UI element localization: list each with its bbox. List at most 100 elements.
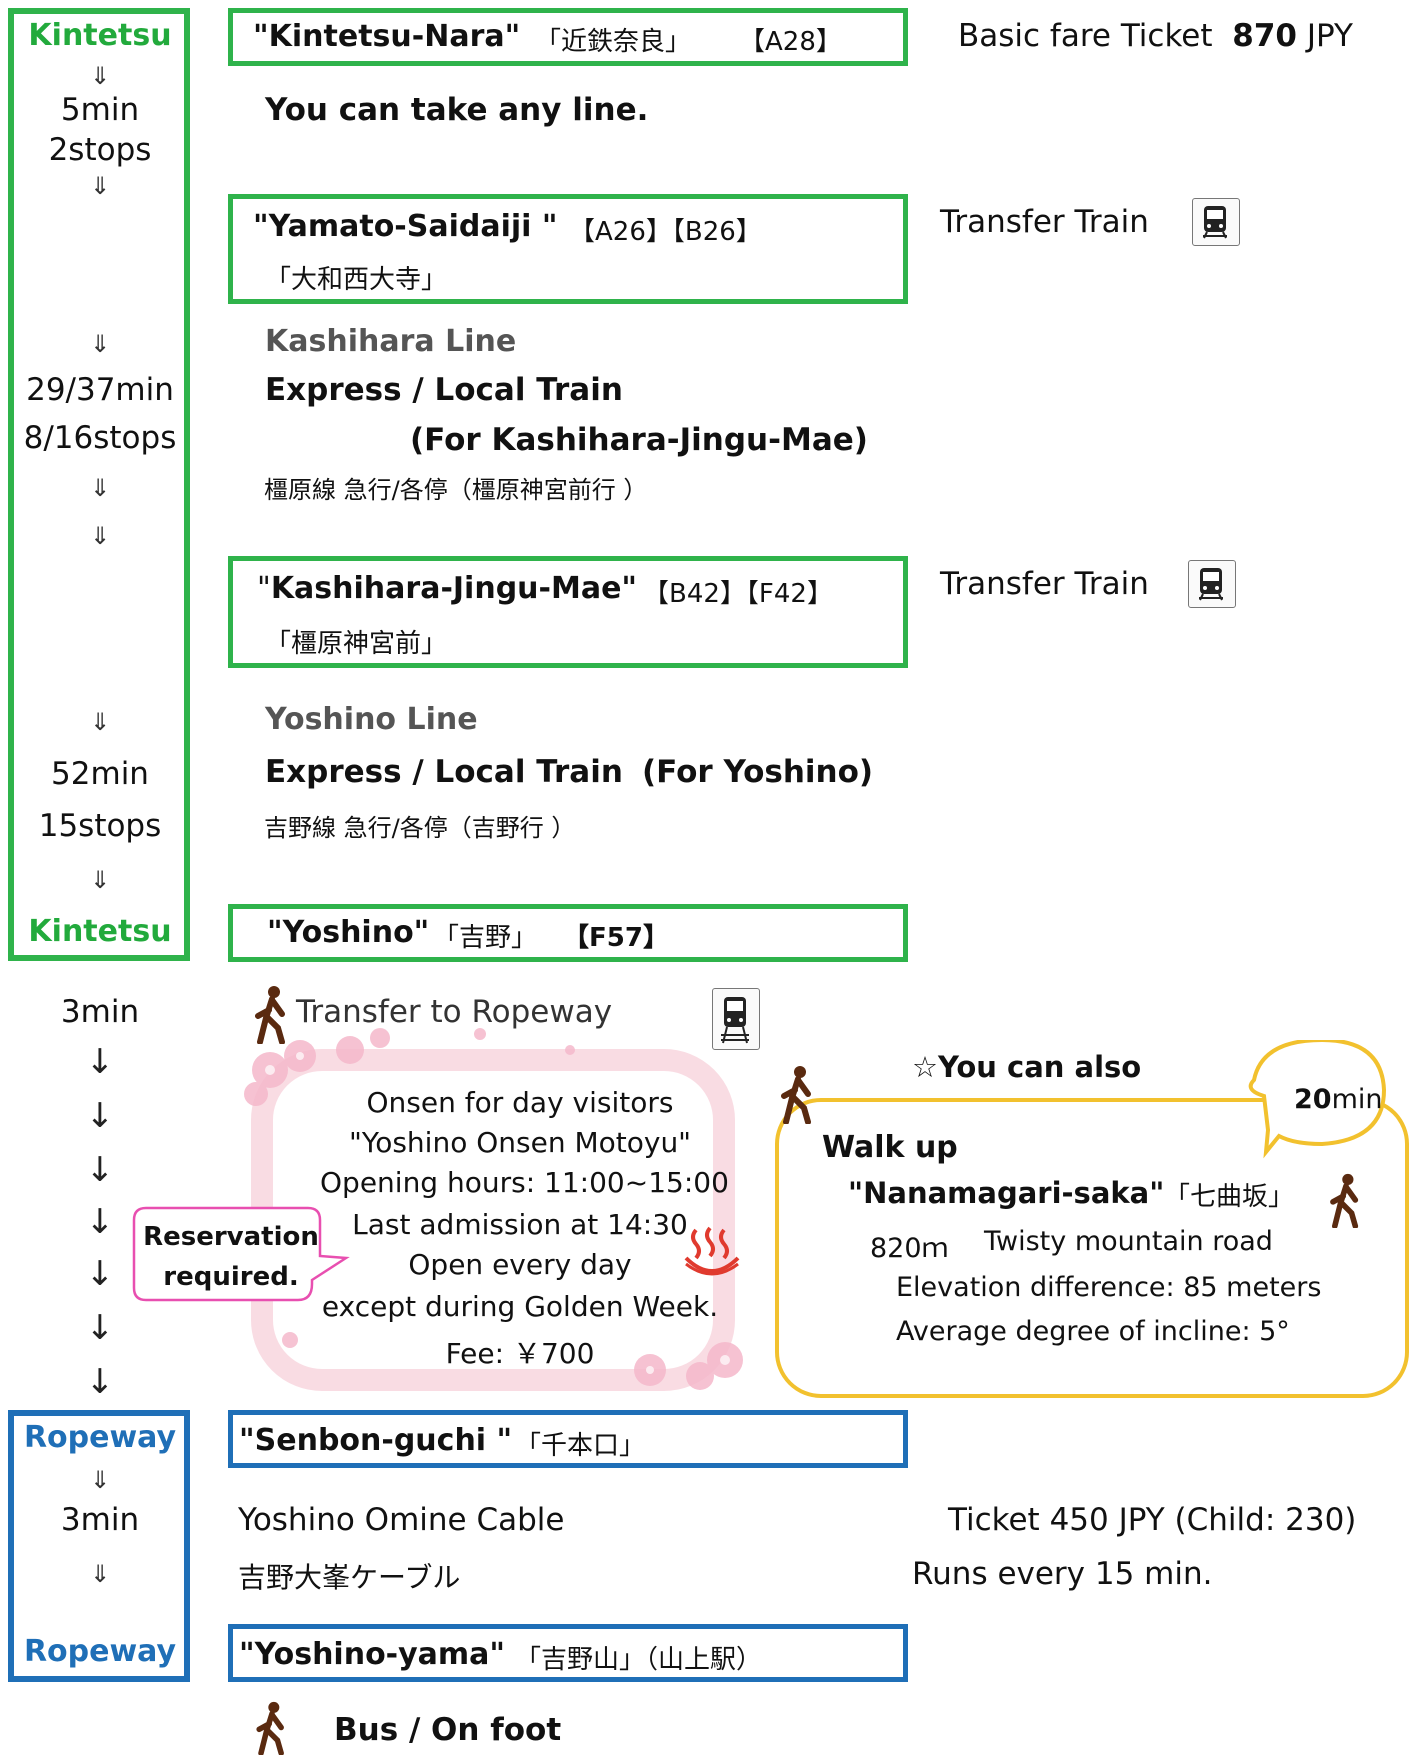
walk-incline: Average degree of incline: 5° <box>896 1316 1290 1347</box>
arrow: ⇓ <box>89 62 111 90</box>
ropeway-column <box>8 1410 190 1682</box>
segment-time: 5min <box>60 92 140 128</box>
ropeway-time: 3min <box>60 1502 140 1538</box>
station-name-jp: 「吉野」 <box>433 923 538 953</box>
transfer-time: 3min <box>60 994 140 1030</box>
station-name: "Yoshino" <box>267 915 430 950</box>
ropeway-label-bottom: Ropeway <box>23 1634 177 1669</box>
reservation-line2: required. <box>163 1262 299 1292</box>
onsen-line: Onsen for day visitors <box>366 1086 674 1119</box>
train-icon <box>1192 198 1240 246</box>
reservation-line1: Reservation <box>143 1222 319 1252</box>
transfer-train-text: Transfer Train <box>940 566 1149 602</box>
arrow: ⇓ <box>89 1560 111 1588</box>
walk-distance: 820ｍ <box>870 1233 949 1264</box>
walk-minutes-unit: min <box>1331 1084 1383 1115</box>
station-box-yoshino-yama: "Yoshino-yama" 「吉野山」（山上駅） <box>228 1624 908 1682</box>
station-box-yoshino: "Yoshino" 「吉野」 【F57】 <box>228 904 908 962</box>
station-name: "Kintetsu-Nara" <box>253 19 521 54</box>
segment-time: 29/37min <box>26 372 174 408</box>
final-transport: Bus / On foot <box>334 1712 562 1748</box>
kintetsu-column <box>8 8 190 961</box>
train-icon <box>1188 560 1236 608</box>
station-name-jp: 「橿原神宮前」 <box>265 629 448 659</box>
station-code: 【F57】 <box>563 923 669 953</box>
quote-mark: " <box>257 571 271 606</box>
cable-name-jp: 吉野大峯ケーブル <box>238 1561 461 1594</box>
onsen-line: "Yoshino Onsen Motoyu" <box>348 1126 692 1159</box>
walk-elevation: Elevation difference: 85 meters <box>896 1272 1322 1303</box>
walk-up-label: Walk up <box>822 1130 958 1165</box>
walk-box <box>775 1040 1409 1398</box>
arrow: ⇓ <box>89 522 111 550</box>
arrow: ↓ <box>85 1202 115 1242</box>
walk-minutes: 20 <box>1294 1084 1332 1115</box>
station-box-senbon-guchi: "Senbon-guchi " 「千本口」 <box>228 1410 908 1468</box>
station-code: 【A28】 <box>739 27 842 57</box>
station-name-jp: 「大和西大寺」 <box>265 265 448 295</box>
station-name: "Yamato-Saidaiji " <box>253 209 558 244</box>
train-type: Express / Local Train <box>265 372 623 408</box>
station-box-yamato-saidaiji: "Yamato-Saidaiji " 【A26】【B26】 「大和西大寺」 <box>228 194 908 304</box>
arrow: ⇓ <box>89 1466 111 1494</box>
walk-also-label: ☆You can also <box>912 1050 1142 1084</box>
walking-person-icon <box>252 1700 292 1759</box>
fare-amount: 870 <box>1232 18 1297 54</box>
station-name: "Senbon-guchi " <box>239 1423 513 1458</box>
segment-time: 52min <box>51 756 149 792</box>
arrow: ⇓ <box>89 330 111 358</box>
arrow: ↓ <box>85 1150 115 1190</box>
any-line-note: You can take any line. <box>265 92 649 128</box>
arrow: ⇓ <box>89 708 111 736</box>
kintetsu-label-bottom: Kintetsu <box>28 914 172 949</box>
arrow: ↓ <box>85 1042 115 1082</box>
train-destination: (For Kashihara-Jingu-Mae) <box>410 422 868 458</box>
station-name: "Kashihara-Jingu-Mae" <box>257 571 637 606</box>
hot-spring-icon <box>684 1226 740 1276</box>
ropeway-label-top: Ropeway <box>23 1420 177 1455</box>
cable-name: Yoshino Omine Cable <box>238 1502 565 1538</box>
arrow: ↓ <box>85 1362 115 1402</box>
arrow: ↓ <box>85 1096 115 1136</box>
kintetsu-label-top: Kintetsu <box>28 18 172 53</box>
train-icon <box>712 988 760 1050</box>
line-info-jp: 橿原線 急行/各停（橿原神宮前行 ） <box>264 476 648 504</box>
walking-person-icon <box>778 1064 818 1128</box>
onsen-line: Opening hours: 11:00~15:00 <box>320 1166 729 1199</box>
slope-name: "Nanamagari-saka" <box>848 1176 1165 1210</box>
arrow: ⇓ <box>89 474 111 502</box>
train-type: Express / Local Train <box>265 754 623 790</box>
basic-fare-label: Basic fare Ticket <box>958 18 1213 54</box>
basic-fare: Basic fare Ticket 870 JPY <box>958 18 1353 54</box>
arrow: ⇓ <box>89 172 111 200</box>
walking-person-icon <box>1326 1172 1366 1232</box>
fare-unit: JPY <box>1306 18 1353 54</box>
station-name: "Yoshino-yama" <box>239 1637 506 1672</box>
transfer-train-text: Transfer Train <box>940 204 1149 240</box>
line-name-yoshino: Yoshino Line <box>265 702 478 737</box>
segment-stops: 2stops <box>48 132 152 168</box>
station-name-text: Kashihara-Jingu-Mae" <box>270 571 638 606</box>
segment-stops: 8/16stops <box>23 420 177 456</box>
station-box-kintetsu-nara: "Kintetsu-Nara" 「近鉄奈良」 【A28】 <box>228 8 908 66</box>
arrow: ⇓ <box>89 866 111 894</box>
walk-road: Twisty mountain road <box>984 1226 1273 1257</box>
walking-person-icon <box>252 984 292 1048</box>
station-codes: 【A26】【B26】 <box>569 217 762 247</box>
station-name-jp: 「近鉄奈良」 <box>535 27 692 57</box>
reservation-bubble <box>132 1206 350 1302</box>
ropeway-frequency: Runs every 15 min. <box>912 1556 1213 1592</box>
train-destination: (For Yoshino) <box>642 754 874 790</box>
onsen-line: except during Golden Week. <box>321 1290 719 1323</box>
station-name-jp: 「吉野山」（山上駅） <box>515 1645 763 1675</box>
arrow: ↓ <box>85 1308 115 1348</box>
line-name-kashihara: Kashihara Line <box>265 324 517 359</box>
line-info-jp: 吉野線 急行/各停（吉野行 ） <box>264 814 576 842</box>
segment-stops: 15stops <box>38 808 162 844</box>
onsen-line: Open every day <box>408 1248 632 1281</box>
onsen-line: Fee: ￥700 <box>445 1337 595 1370</box>
slope-name-jp: 「七曲坂」 <box>1164 1182 1295 1212</box>
ropeway-ticket: Ticket 450 JPY (Child: 230) <box>948 1502 1357 1538</box>
station-codes: 【B42】【F42】 <box>643 579 833 609</box>
station-name-jp: 「千本口」 <box>515 1431 646 1461</box>
